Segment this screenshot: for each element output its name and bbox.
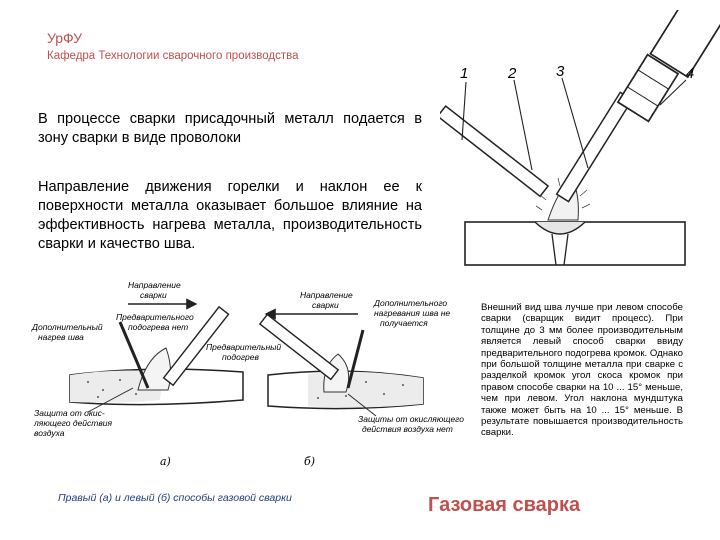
b-extra-heat-text-2: нагревания шва не (374, 308, 450, 318)
b-protection-leader (347, 393, 377, 417)
a-protection-text-1: Защита от окис- (34, 408, 105, 418)
b-preheat-text-2: подогрев (222, 352, 259, 362)
label-4: 4 (686, 65, 694, 82)
leader-lines (461, 77, 687, 171)
b-extra-heat-text-1: Дополнительного (373, 298, 447, 308)
weld-pool (534, 221, 586, 235)
b-torch (258, 313, 340, 381)
paragraph-filler-metal: В процессе сварки присадочный металл под… (38, 111, 422, 146)
a-extra-heat-text-2: нагрев шва (38, 332, 84, 342)
torch-tip (555, 91, 634, 203)
a-protection-text-3: воздуха (34, 428, 65, 438)
a-protection-text-2: ляющего действия (33, 418, 113, 428)
a-preheat-text-1: Предварительного (116, 312, 194, 322)
welding-methods-diagram: Направление сварки Предварительного подо… (31, 280, 464, 468)
a-figure-label: а) (160, 455, 171, 468)
a-extra-heat-text-1: Дополнительный (31, 322, 103, 332)
sidebar-note: Внешний вид шва лучше при левом способе … (481, 302, 683, 439)
a-weld-bead (70, 370, 163, 403)
diagram-b: Направление сварки Дополнительного нагре… (206, 290, 464, 468)
a-filler-rod (118, 321, 150, 389)
slide-title: Газовая сварка (428, 494, 581, 516)
b-extra-heat-text-3: получается (380, 318, 428, 328)
torch-handle (649, 10, 720, 79)
b-protection-text-2: действия воздуха нет (362, 424, 453, 434)
torch-welding-diagram: 1 2 3 4 (440, 10, 720, 266)
b-preheat-text-1: Предварительный (206, 342, 281, 352)
organization-name: УрФУ (47, 30, 82, 46)
label-2: 2 (507, 65, 517, 82)
figure-caption: Правый (а) и левый (б) способы газовой с… (58, 492, 292, 504)
a-torch (162, 305, 230, 387)
a-direction-text-1: Направление (128, 280, 181, 290)
label-1: 1 (460, 65, 468, 82)
department-name: Кафедра Технологии сварочного производст… (47, 50, 299, 62)
b-protection-text-1: Защиты от окисляющего (358, 414, 464, 424)
label-3: 3 (556, 63, 565, 80)
torch-nut (616, 53, 680, 123)
weld-root (551, 233, 569, 266)
b-direction-text-2: сварки (312, 300, 339, 310)
filler-rod (440, 104, 550, 198)
b-figure-label: б) (304, 455, 315, 468)
b-filler-rod (346, 329, 365, 389)
diagram-a: Направление сварки Предварительного подо… (31, 280, 244, 468)
a-direction-text-2: сварки (140, 290, 167, 300)
paragraph-torch-direction: Направление движения горелки и наклон ее… (38, 179, 422, 252)
b-direction-text-1: Направление (300, 290, 353, 300)
a-protection-leader (87, 387, 134, 413)
a-preheat-text-2: подогрева нет (128, 322, 188, 332)
